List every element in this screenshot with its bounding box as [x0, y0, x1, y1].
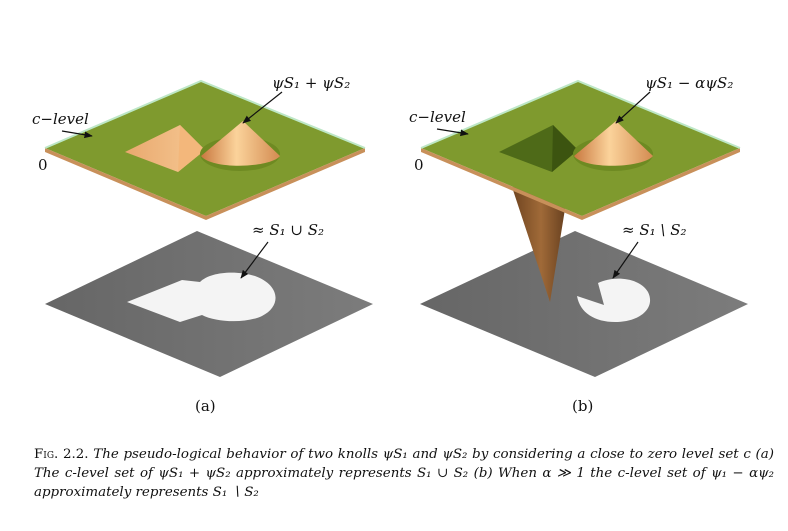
level-arrow-a	[61, 130, 93, 139]
function-arrow-a	[242, 91, 283, 124]
level-label-a: c−level	[32, 110, 89, 128]
function-label-a: ψS₁ + ψS₂	[272, 74, 350, 92]
sublabel-b: (b)	[572, 397, 593, 415]
zero-label-b: 0	[414, 156, 424, 174]
caption-lead: Fig. 2.2.	[34, 447, 89, 462]
function-arrow-b	[615, 91, 651, 124]
figure-caption: Fig. 2.2. The pseudo-logical behavior of…	[34, 445, 774, 502]
level-arrow-b	[436, 128, 469, 137]
cone-knoll-a	[201, 121, 280, 166]
panel-a: 0 c−level ψS₁ + ψS₂ ≈ S₁ ∪ S₂ (a)	[32, 74, 373, 415]
plane-edge-left-b	[421, 148, 582, 220]
plane-top-edge-b	[420, 79, 741, 149]
negative-spike-b	[512, 178, 570, 302]
plane-top-edge-a	[44, 79, 366, 149]
plane-edge-right-b	[582, 148, 740, 220]
panel-b: 0 c−level ψS₁ − αψS₂ ≈ S₁ \ S₂ (b)	[409, 74, 748, 415]
caption-text: The pseudo-logical behavior of two knoll…	[34, 447, 774, 500]
union-set-shape-a	[127, 272, 276, 322]
level-label-b: c−level	[409, 108, 466, 126]
set-arrow-b	[612, 241, 639, 279]
function-label-b: ψS₁ − αψS₂	[645, 74, 733, 92]
pyramid-knoll-face-a	[178, 125, 205, 172]
difference-set-shape-b	[577, 278, 651, 322]
figure-illustration: 0 c−level ψS₁ + ψS₂ ≈ S₁ ∪ S₂ (a) 0 c−le…	[32, 74, 748, 415]
set-label-b: ≈ S₁ \ S₂	[622, 221, 687, 239]
plane-edge-right-a	[206, 148, 365, 220]
sublabel-a: (a)	[195, 397, 216, 415]
square-hole-wall-b	[552, 125, 578, 172]
zero-label-a: 0	[38, 156, 48, 174]
set-arrow-a	[240, 241, 269, 279]
plane-edge-left-a	[45, 148, 206, 220]
cone-knoll-b	[574, 121, 653, 166]
set-label-a: ≈ S₁ ∪ S₂	[252, 221, 324, 239]
